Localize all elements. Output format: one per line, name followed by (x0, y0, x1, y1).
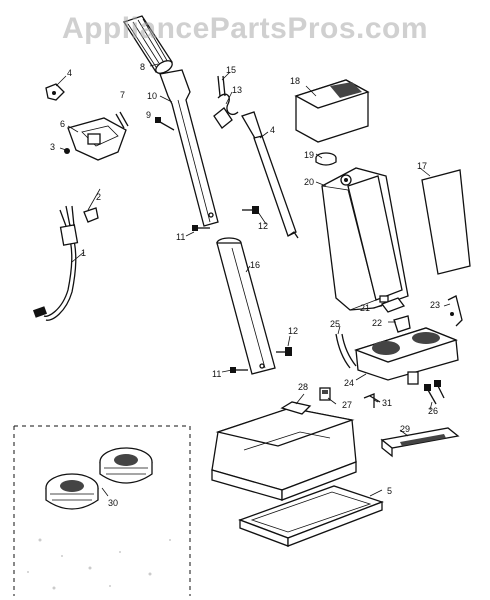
callout-17: 17 (417, 161, 427, 171)
screw-12a (242, 206, 259, 214)
leader-lines (55, 63, 451, 497)
lower-handle-tube (216, 237, 276, 375)
callout-7: 7 (120, 90, 125, 100)
callout-27: 27 (342, 400, 352, 410)
callout-4-rod: 4 (270, 125, 275, 135)
callout-8: 8 (140, 62, 145, 72)
callout-11-lower: 11 (212, 369, 221, 379)
brush-inset-box (13, 425, 191, 596)
callout-20: 20 (304, 177, 314, 187)
callout-10: 10 (147, 91, 157, 101)
cord-clip (45, 83, 65, 101)
callout-26: 26 (428, 406, 438, 416)
lid-cover (294, 79, 370, 143)
hose (335, 333, 357, 369)
callout-22: 22 (372, 318, 382, 328)
latch (447, 295, 463, 327)
screw-12b (276, 347, 292, 356)
callout-29: 29 (400, 424, 410, 434)
upper-handle-tube (159, 69, 219, 227)
callout-15: 15 (226, 65, 236, 75)
scrub-brush-left (45, 473, 99, 510)
callouts: 1 2 3 4 4 5 6 7 8 9 10 11 11 12 12 13 15… (50, 62, 440, 508)
callout-9: 9 (146, 110, 151, 120)
pump-base (354, 327, 459, 385)
scrub-brush-right (99, 447, 153, 484)
cap-plug (315, 152, 337, 166)
solution-tank (321, 167, 409, 311)
callout-19: 19 (304, 150, 314, 160)
callout-24: 24 (344, 378, 354, 388)
callout-21: 21 (360, 303, 370, 313)
filter-panel (421, 169, 471, 275)
callout-18: 18 (290, 76, 300, 86)
screw-9 (155, 117, 175, 131)
callout-25: 25 (330, 319, 340, 329)
callout-28: 28 (298, 382, 308, 392)
callout-4-clip: 4 (67, 68, 72, 78)
callout-5: 5 (387, 486, 392, 496)
callout-1: 1 (81, 248, 86, 258)
switch-housing (64, 111, 129, 161)
callout-30: 30 (108, 498, 118, 508)
callout-31: 31 (382, 398, 392, 408)
brush-plate (380, 427, 460, 458)
callout-12-upper: 12 (258, 221, 268, 231)
elbow-31 (363, 393, 381, 408)
callout-16: 16 (250, 260, 260, 270)
callout-11-upper: 11 (176, 232, 185, 242)
spring-clip (213, 75, 239, 129)
callout-13: 13 (232, 85, 242, 95)
screw-11a (192, 225, 210, 231)
callout-12-lower: 12 (288, 326, 298, 336)
handle-grip (123, 15, 173, 74)
drip-tray (238, 485, 384, 547)
callout-23: 23 (430, 300, 440, 310)
callout-2: 2 (96, 192, 101, 202)
callout-3: 3 (50, 142, 55, 152)
valve-nozzle (380, 297, 411, 333)
power-cord (32, 205, 99, 321)
fitting-27 (319, 387, 331, 401)
callout-6: 6 (60, 119, 65, 129)
base-housing (211, 401, 357, 501)
screw-26 (424, 380, 445, 405)
screw-11b (230, 367, 248, 373)
